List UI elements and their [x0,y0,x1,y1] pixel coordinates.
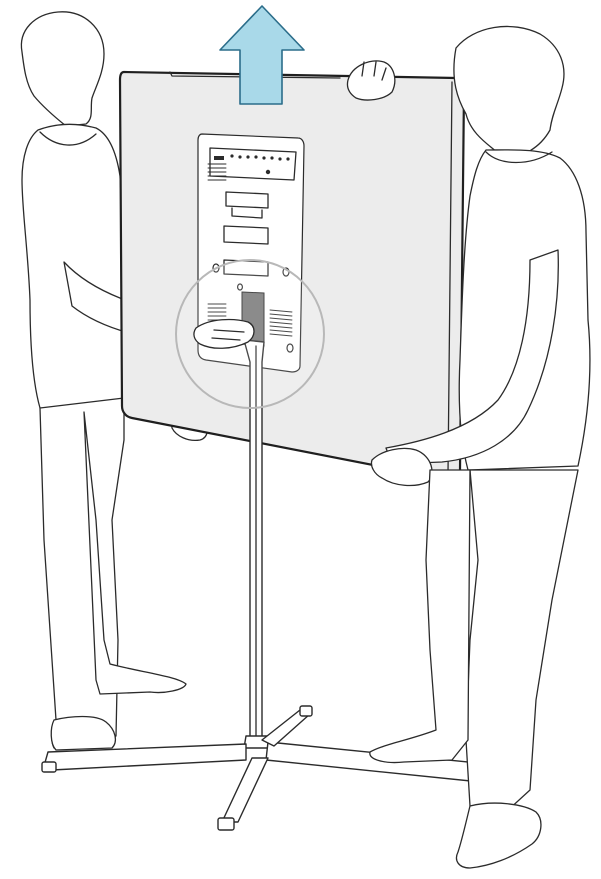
left-hand-on-socket [194,320,254,349]
